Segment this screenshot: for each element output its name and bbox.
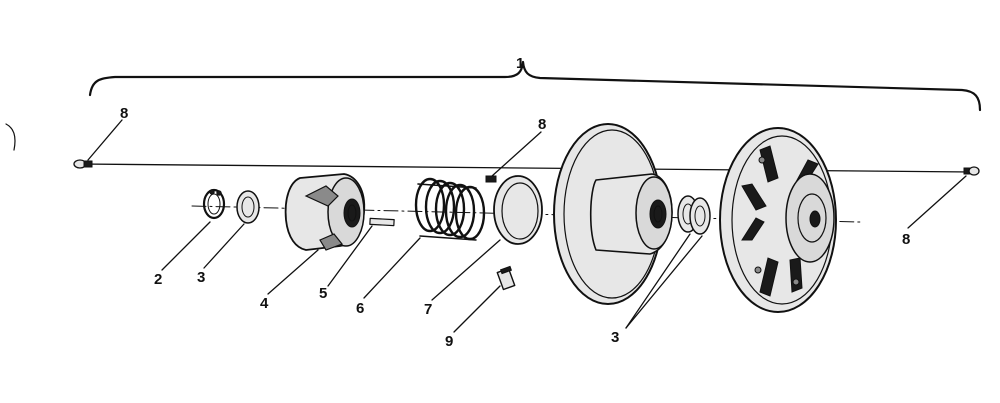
leader-lines — [87, 119, 967, 333]
callout-washer-right: 3 — [611, 329, 619, 346]
moveable-sheave — [553, 123, 673, 305]
bolt-tip-right — [963, 166, 980, 176]
edge-mark — [5, 123, 16, 151]
retaining-ring — [202, 188, 226, 220]
bushing-stud — [496, 265, 516, 291]
callout-bushing: 9 — [445, 333, 453, 350]
callout-spring-cup: 7 — [424, 301, 432, 318]
pin — [369, 217, 395, 227]
through-bolt-line — [79, 163, 973, 173]
callout-spring: 6 — [356, 300, 364, 317]
callout-hub: 4 — [260, 295, 269, 312]
bolt-head-mid — [485, 175, 497, 183]
hub-spider — [284, 173, 366, 251]
callout-pin: 5 — [319, 285, 327, 302]
spring-cup — [493, 175, 543, 245]
callout-assembly: 1 — [516, 55, 524, 72]
callout-bolt-mid: 8 — [538, 116, 546, 133]
callout-bolt-right: 8 — [902, 231, 910, 248]
washer-right — [677, 195, 711, 235]
callout-bolt-left: 8 — [120, 105, 128, 122]
assembly-bracket — [88, 60, 982, 112]
callout-retaining-ring: 2 — [154, 271, 162, 288]
bolt-head-left — [73, 159, 93, 169]
spring — [414, 177, 486, 241]
fixed-sheave — [719, 127, 837, 313]
washer-left — [236, 190, 260, 224]
callout-washer-left: 3 — [197, 269, 205, 286]
